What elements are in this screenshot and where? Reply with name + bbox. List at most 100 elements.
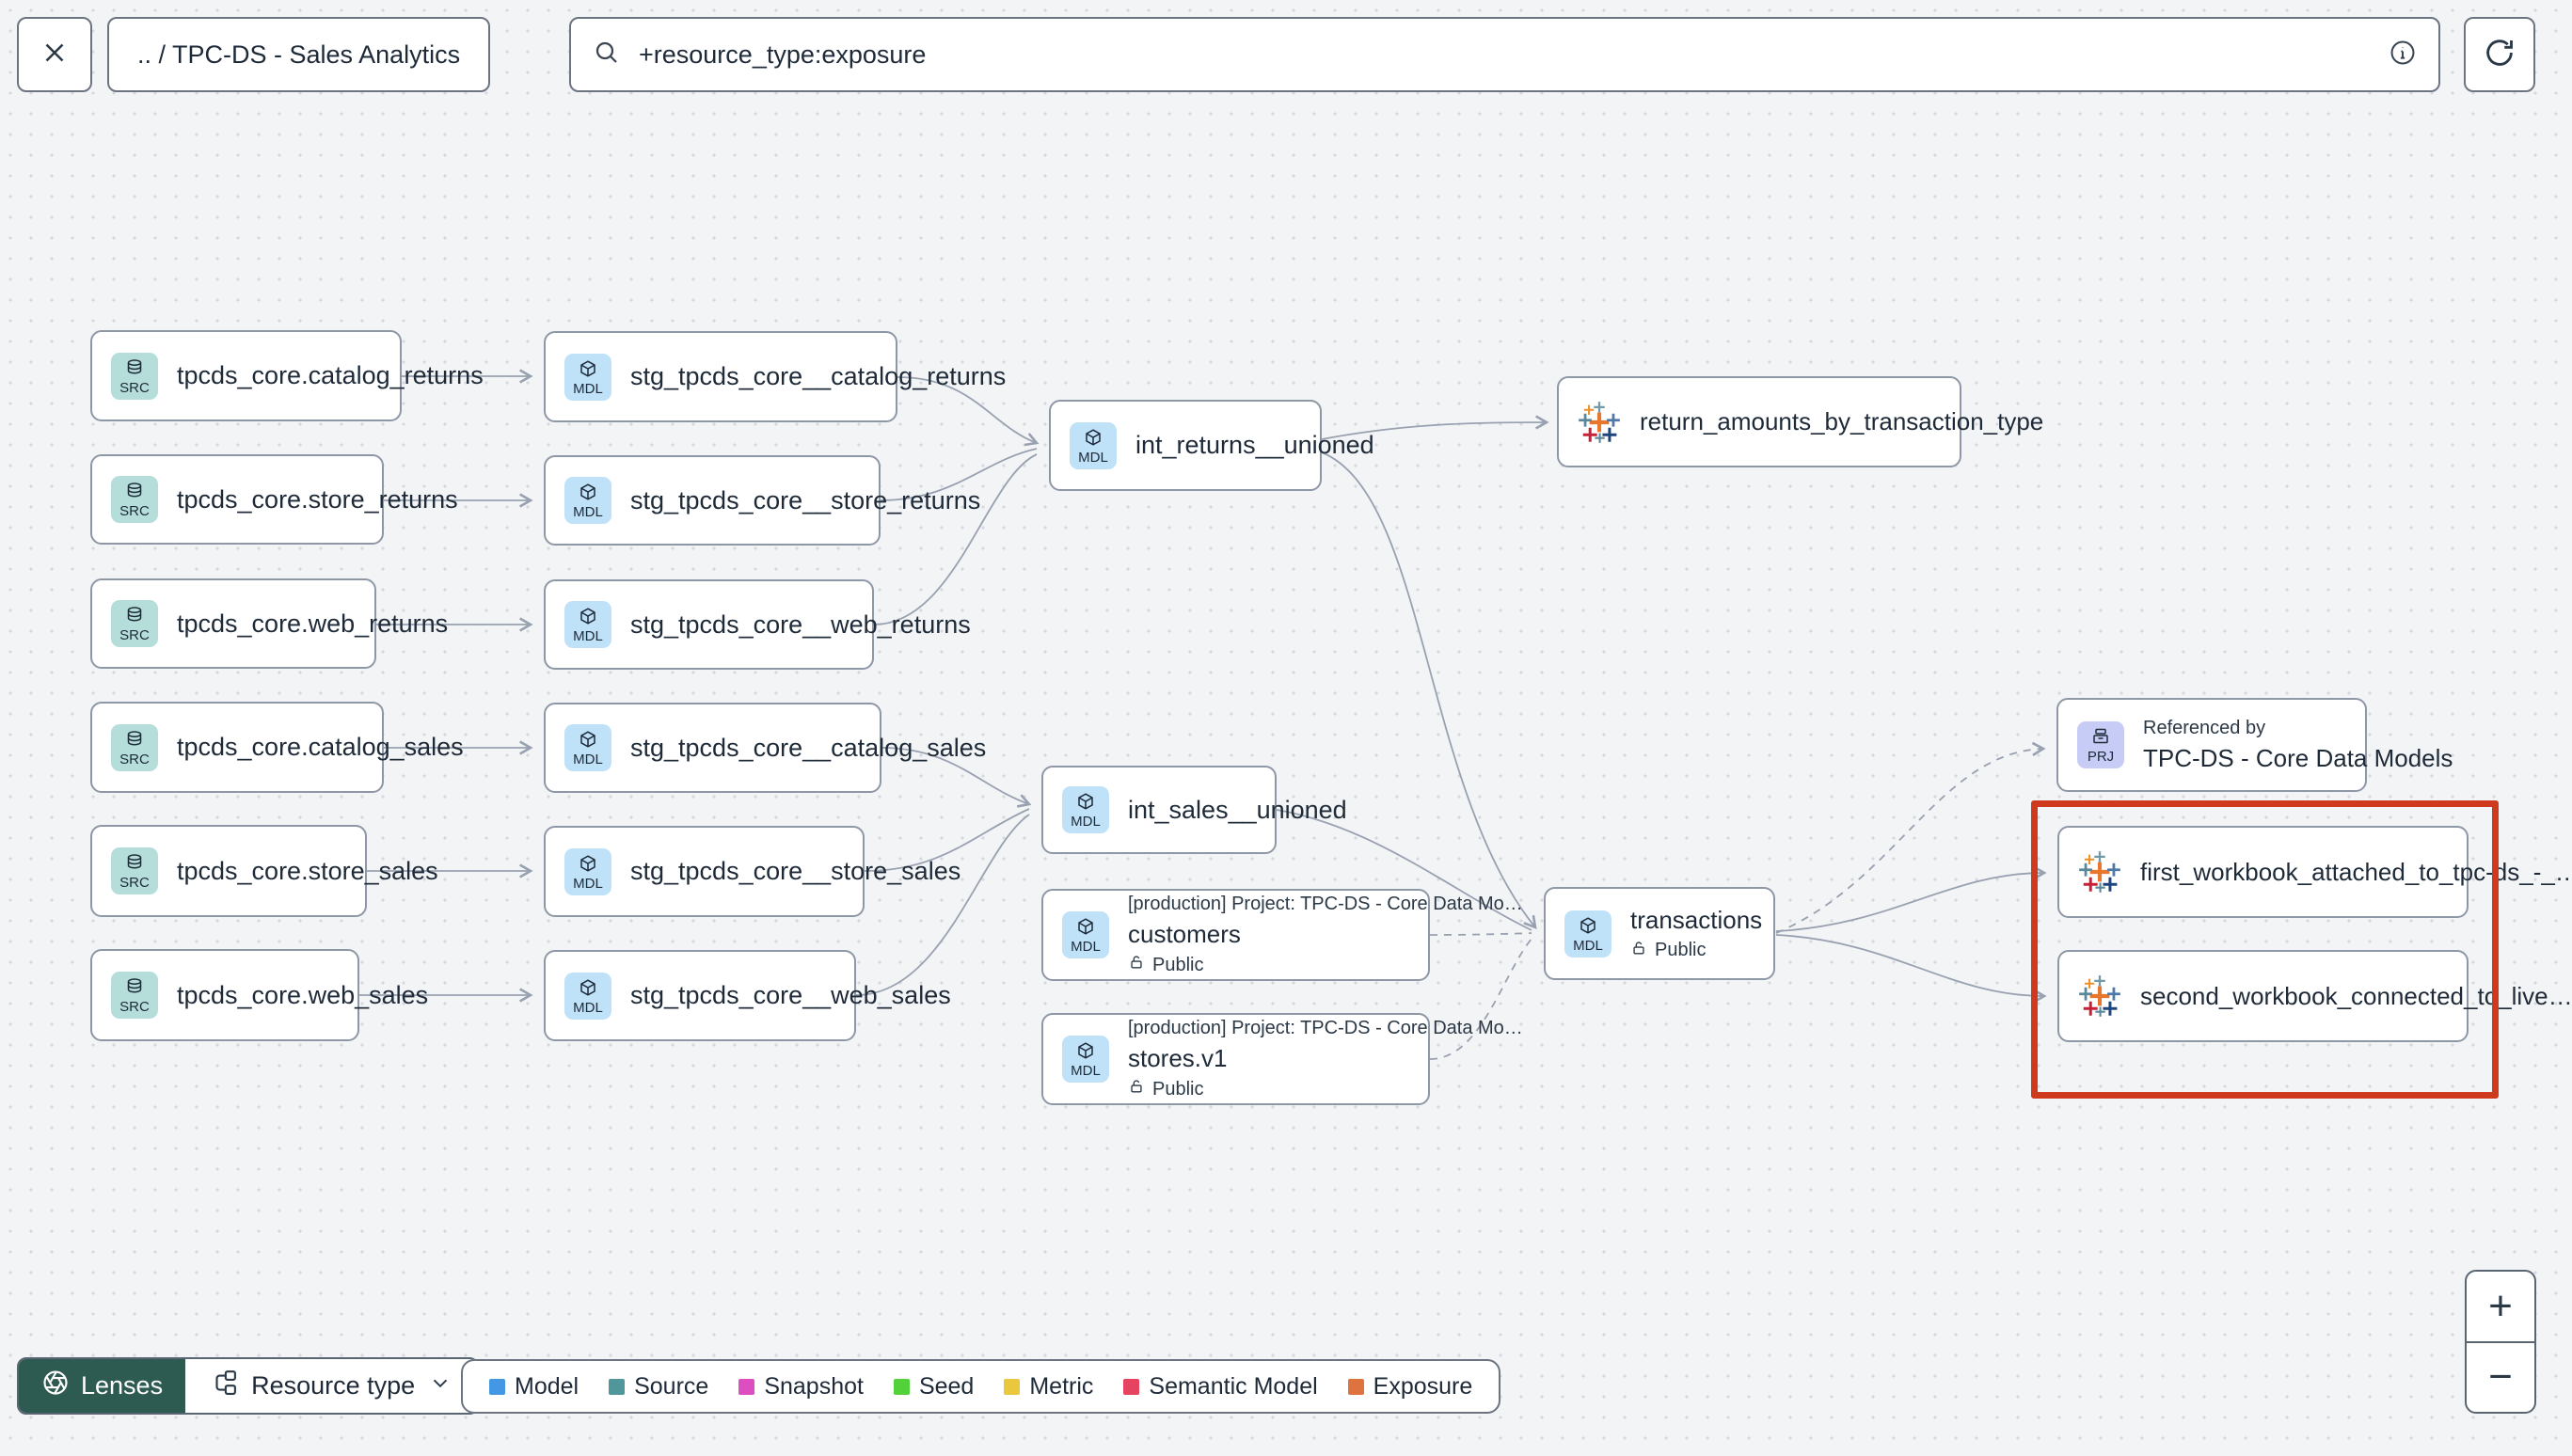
breadcrumb[interactable]: .. / TPC-DS - Sales Analytics <box>107 17 491 92</box>
node-source-web-sales[interactable]: SRC tpcds_core.web_sales <box>90 949 428 1041</box>
legend-item-snapshot: Snapshot <box>738 1373 864 1401</box>
source-badge: SRC <box>111 352 158 400</box>
model-badge: MDL <box>1062 786 1109 833</box>
node-stg-catalog-sales[interactable]: MDL stg_tpcds_core__catalog_sales <box>544 703 986 793</box>
database-icon <box>127 854 142 869</box>
node-label: tpcds_core.catalog_returns <box>177 361 484 389</box>
node-stores-v1[interactable]: MDL [production] Project: TPC-DS - Core … <box>1041 1013 1523 1105</box>
node-label: tpcds_core.web_sales <box>177 980 429 1009</box>
node-exposure-second-workbook[interactable]: second_workbook_connected_to_live… <box>2057 950 2572 1042</box>
node-label: TPC-DS - Core Data Models <box>2143 743 2453 772</box>
model-badge: MDL <box>564 972 611 1020</box>
node-label: tpcds_core.store_returns <box>177 484 458 514</box>
node-project-label: [production] Project: TPC-DS - Core Data… <box>1128 894 1523 914</box>
zoom-divider <box>2467 1340 2534 1343</box>
refresh-button[interactable] <box>2464 17 2535 92</box>
semantic-model-swatch <box>1123 1378 1140 1395</box>
node-source-catalog-returns[interactable]: SRC tpcds_core.catalog_returns <box>90 330 484 421</box>
node-stg-store-sales[interactable]: MDL stg_tpcds_core__store_sales <box>544 826 961 917</box>
node-int-sales-unioned[interactable]: MDL int_sales__unioned <box>1041 766 1347 854</box>
node-source-catalog-sales[interactable]: SRC tpcds_core.catalog_sales <box>90 702 464 793</box>
project-badge: PRJ <box>2077 721 2124 768</box>
node-label: stg_tpcds_core__store_sales <box>630 857 961 885</box>
lenses-group: Lenses Resource type <box>17 1357 480 1415</box>
node-project-label: [production] Project: TPC-DS - Core Data… <box>1128 1018 1523 1038</box>
node-source-store-sales[interactable]: SRC tpcds_core.store_sales <box>90 825 438 917</box>
source-swatch <box>609 1378 626 1395</box>
close-button[interactable] <box>17 17 92 92</box>
node-source-store-returns[interactable]: SRC tpcds_core.store_returns <box>90 454 458 545</box>
node-label: int_returns__unioned <box>1135 431 1374 459</box>
close-icon <box>39 37 71 73</box>
lenses-button[interactable]: Lenses <box>19 1359 186 1413</box>
node-label: tpcds_core.store_sales <box>177 856 438 885</box>
node-int-returns-unioned[interactable]: MDL int_returns__unioned <box>1049 400 1374 491</box>
node-label: stores.v1 <box>1128 1044 1228 1072</box>
node-label: transactions <box>1630 905 1763 934</box>
node-label: stg_tpcds_core__catalog_sales <box>630 733 987 762</box>
node-stg-store-returns[interactable]: MDL stg_tpcds_core__store_returns <box>544 455 980 546</box>
database-icon <box>127 607 142 622</box>
resource-type-label: Resource type <box>251 1371 416 1400</box>
model-badge: MDL <box>564 601 611 648</box>
referenced-by-label: Referenced by <box>2143 717 2266 738</box>
node-customers[interactable]: MDL [production] Project: TPC-DS - Core … <box>1041 889 1523 981</box>
exposure-swatch <box>1347 1378 1364 1395</box>
search-bar <box>569 17 2440 92</box>
seed-swatch <box>893 1378 910 1395</box>
node-label: stg_tpcds_core__web_returns <box>630 609 971 639</box>
breadcrumb-label: .. / TPC-DS - Sales Analytics <box>137 40 461 69</box>
node-label: stg_tpcds_core__store_returns <box>630 485 981 514</box>
cube-icon <box>580 978 595 996</box>
source-badge: SRC <box>111 723 158 771</box>
cube-icon <box>1086 428 1101 446</box>
node-exposure-first-workbook[interactable]: first_workbook_attached_to_tpc-ds_-_… <box>2057 826 2572 918</box>
cube-icon <box>1078 793 1093 810</box>
model-badge: MDL <box>1062 1036 1109 1083</box>
model-badge: MDL <box>1070 421 1117 469</box>
legend: Model Source Snapshot Seed Metric Semant… <box>461 1359 1501 1414</box>
node-label: customers <box>1128 920 1241 948</box>
model-badge: MDL <box>1564 910 1611 957</box>
node-stg-catalog-returns[interactable]: MDL stg_tpcds_core__catalog_returns <box>544 331 1006 422</box>
model-badge: MDL <box>564 724 611 771</box>
zoom-out-button[interactable]: − <box>2488 1353 2513 1401</box>
node-source-web-returns[interactable]: SRC tpcds_core.web_returns <box>90 578 448 669</box>
node-exposure-return-amounts[interactable]: return_amounts_by_transaction_type <box>1557 376 2043 467</box>
legend-item-model: Model <box>489 1373 579 1401</box>
node-stg-web-returns[interactable]: MDL stg_tpcds_core__web_returns <box>544 579 971 670</box>
metric-swatch <box>1004 1378 1021 1395</box>
model-swatch <box>489 1378 505 1395</box>
source-badge: SRC <box>111 476 158 523</box>
node-label: return_amounts_by_transaction_type <box>1640 407 2044 435</box>
cube-icon <box>580 359 595 377</box>
cube-icon <box>1078 1042 1093 1059</box>
aperture-icon <box>41 1369 70 1403</box>
search-input[interactable] <box>637 39 2388 71</box>
tableau-icon <box>2079 851 2120 893</box>
access-label: Public <box>1152 954 1204 975</box>
resource-type-dropdown[interactable]: Resource type <box>185 1359 478 1413</box>
source-badge: SRC <box>111 600 158 647</box>
legend-item-source: Source <box>609 1373 708 1401</box>
zoom-in-button[interactable]: + <box>2488 1282 2513 1329</box>
model-badge: MDL <box>564 477 611 524</box>
legend-item-seed: Seed <box>893 1373 974 1401</box>
search-icon <box>592 38 622 72</box>
node-transactions[interactable]: MDL transactions Public <box>1544 887 1775 980</box>
model-badge: MDL <box>564 847 611 895</box>
legend-item-exposure: Exposure <box>1347 1373 1472 1401</box>
database-icon <box>127 358 142 373</box>
cube-icon <box>1078 918 1093 935</box>
info-icon[interactable] <box>2388 38 2418 72</box>
node-stg-web-sales[interactable]: MDL stg_tpcds_core__web_sales <box>544 950 951 1041</box>
node-project-ref[interactable]: PRJ Referenced by TPC-DS - Core Data Mod… <box>2056 698 2453 792</box>
snapshot-swatch <box>738 1378 755 1395</box>
resource-type-icon <box>210 1369 238 1403</box>
node-label: stg_tpcds_core__web_sales <box>630 981 951 1009</box>
access-label: Public <box>1655 940 1707 960</box>
node-label: second_workbook_connected_to_live… <box>2140 981 2572 1010</box>
zoom-controls: + − <box>2465 1270 2536 1414</box>
model-badge: MDL <box>564 353 611 401</box>
cube-icon <box>580 483 595 500</box>
